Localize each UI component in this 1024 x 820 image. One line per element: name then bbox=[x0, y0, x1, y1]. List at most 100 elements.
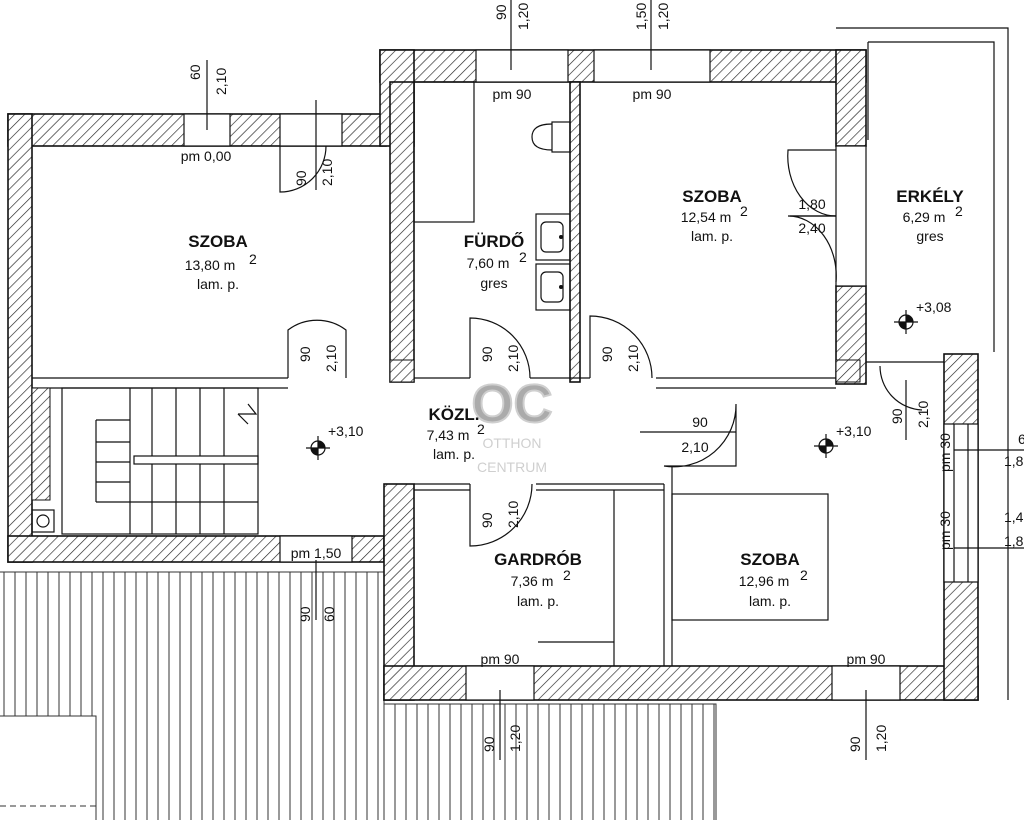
svg-text:2: 2 bbox=[563, 567, 571, 583]
svg-text:7,36 m: 7,36 m bbox=[511, 573, 554, 589]
svg-text:gres: gres bbox=[916, 228, 943, 244]
level-marker-room: +3,10 bbox=[814, 423, 872, 458]
room-labels: SZOBA 13,80 m 2 lam. p. FÜRDŐ 7,60 m 2 g… bbox=[185, 187, 965, 609]
svg-text:2: 2 bbox=[249, 251, 257, 267]
svg-text:2,10: 2,10 bbox=[323, 345, 339, 372]
room-szoba-upper-right: SZOBA 12,54 m 2 lam. p. bbox=[681, 187, 748, 244]
svg-text:90: 90 bbox=[692, 414, 708, 430]
svg-text:2,10: 2,10 bbox=[319, 159, 335, 186]
walls bbox=[7, 49, 979, 701]
door-dimensions: 90 2,10 90 2,10 90 2,10 90 2,10 90 2,10 … bbox=[293, 159, 931, 528]
svg-text:2,10: 2,10 bbox=[625, 345, 641, 372]
svg-text:2,10: 2,10 bbox=[505, 501, 521, 528]
room-kozl: KÖZL. 7,43 m 2 lam. p. bbox=[427, 405, 485, 462]
svg-text:1,20: 1,20 bbox=[507, 725, 523, 752]
room-szoba-lower-right: SZOBA 12,96 m 2 lam. p. bbox=[739, 550, 808, 609]
svg-text:2: 2 bbox=[740, 203, 748, 219]
svg-text:90: 90 bbox=[297, 346, 313, 362]
svg-text:2,40: 2,40 bbox=[798, 220, 825, 236]
svg-text:pm 1,50: pm 1,50 bbox=[291, 545, 342, 561]
svg-text:lam. p.: lam. p. bbox=[517, 593, 559, 609]
svg-text:90: 90 bbox=[599, 346, 615, 362]
svg-text:SZOBA: SZOBA bbox=[740, 550, 800, 569]
svg-text:lam. p.: lam. p. bbox=[197, 276, 239, 292]
svg-text:6,29 m: 6,29 m bbox=[903, 209, 946, 225]
bathroom-fixtures bbox=[413, 81, 571, 311]
door-swings bbox=[279, 145, 923, 547]
svg-text:90: 90 bbox=[293, 170, 309, 186]
svg-text:1,80: 1,80 bbox=[798, 196, 825, 212]
svg-text:1,20: 1,20 bbox=[655, 3, 671, 30]
right-window-dimensions: 6 1,8 1,4 1,8 bbox=[1004, 431, 1024, 549]
svg-text:pm 90: pm 90 bbox=[847, 651, 886, 667]
svg-text:60: 60 bbox=[321, 606, 337, 622]
svg-text:gres: gres bbox=[480, 275, 507, 291]
svg-text:pm 90: pm 90 bbox=[633, 86, 672, 102]
leader-lines bbox=[206, 0, 1024, 760]
level-marker-hall: +3,10 bbox=[306, 423, 364, 460]
room-gardrob: GARDRÓB 7,36 m 2 lam. p. bbox=[494, 550, 582, 609]
svg-text:90: 90 bbox=[479, 512, 495, 528]
level-markers: +3,10 +3,10 +3,08 bbox=[306, 299, 952, 460]
svg-text:90: 90 bbox=[297, 606, 313, 622]
watermark-logo: OC bbox=[472, 374, 553, 434]
opening-dimensions: 60 2,10 90 1,20 1,50 1,20 90 60 90 1,20 … bbox=[187, 3, 889, 752]
watermark-line2: CENTRUM bbox=[477, 459, 547, 475]
svg-text:6: 6 bbox=[1018, 431, 1024, 447]
svg-text:2,10: 2,10 bbox=[915, 401, 931, 428]
svg-text:12,54 m: 12,54 m bbox=[681, 209, 732, 225]
svg-text:1,20: 1,20 bbox=[515, 3, 531, 30]
svg-text:2: 2 bbox=[519, 249, 527, 265]
svg-text:90: 90 bbox=[493, 4, 509, 20]
svg-text:60: 60 bbox=[187, 64, 203, 80]
sill-height-labels: pm 0,00 pm 90 pm 90 pm 1,50 pm 90 pm 90 … bbox=[181, 86, 953, 667]
svg-text:pm 90: pm 90 bbox=[481, 651, 520, 667]
svg-text:SZOBA: SZOBA bbox=[682, 187, 742, 206]
svg-text:+3,08: +3,08 bbox=[916, 299, 952, 315]
svg-text:2,10: 2,10 bbox=[213, 68, 229, 95]
terrace-hatching bbox=[0, 571, 717, 820]
svg-text:pm 90: pm 90 bbox=[493, 86, 532, 102]
svg-text:12,96 m: 12,96 m bbox=[739, 573, 790, 589]
svg-text:pm 30: pm 30 bbox=[937, 433, 953, 472]
room-szoba-left: SZOBA 13,80 m 2 lam. p. bbox=[185, 232, 257, 292]
svg-text:pm 30: pm 30 bbox=[937, 511, 953, 550]
svg-text:pm 0,00: pm 0,00 bbox=[181, 148, 232, 164]
svg-text:13,80 m: 13,80 m bbox=[185, 257, 236, 273]
staircase bbox=[31, 387, 259, 535]
otthon-centrum-watermark: OC OTTHON CENTRUM bbox=[471, 373, 554, 475]
balcony-railing bbox=[836, 27, 1009, 700]
svg-text:2: 2 bbox=[800, 567, 808, 583]
room-erkely: ERKÉLY 6,29 m 2 gres bbox=[896, 187, 964, 244]
svg-text:+3,10: +3,10 bbox=[836, 423, 872, 439]
svg-text:2,10: 2,10 bbox=[505, 345, 521, 372]
svg-text:lam. p.: lam. p. bbox=[691, 228, 733, 244]
svg-text:ERKÉLY: ERKÉLY bbox=[896, 187, 964, 206]
room-furdo: FÜRDŐ 7,60 m 2 gres bbox=[464, 232, 527, 291]
svg-text:7,43 m: 7,43 m bbox=[427, 427, 470, 443]
svg-text:FÜRDŐ: FÜRDŐ bbox=[464, 232, 524, 251]
svg-text:2,10: 2,10 bbox=[681, 439, 708, 455]
svg-text:90: 90 bbox=[481, 736, 497, 752]
svg-text:lam. p.: lam. p. bbox=[433, 446, 475, 462]
svg-text:lam. p.: lam. p. bbox=[749, 593, 791, 609]
svg-text:2: 2 bbox=[955, 203, 963, 219]
svg-text:+3,10: +3,10 bbox=[328, 423, 364, 439]
column-right bbox=[835, 359, 861, 383]
svg-text:GARDRÓB: GARDRÓB bbox=[494, 550, 582, 569]
svg-text:1,8: 1,8 bbox=[1004, 453, 1024, 469]
svg-text:KÖZL.: KÖZL. bbox=[429, 405, 480, 424]
watermark-line1: OTTHON bbox=[482, 435, 541, 451]
column-left bbox=[389, 359, 415, 383]
svg-text:90: 90 bbox=[847, 736, 863, 752]
svg-text:1,50: 1,50 bbox=[633, 3, 649, 30]
level-marker-balcony: +3,08 bbox=[894, 299, 952, 334]
svg-text:90: 90 bbox=[479, 346, 495, 362]
svg-text:1,4: 1,4 bbox=[1004, 509, 1024, 525]
svg-text:7,60 m: 7,60 m bbox=[467, 255, 510, 271]
svg-text:1,20: 1,20 bbox=[873, 725, 889, 752]
svg-text:90: 90 bbox=[889, 408, 905, 424]
svg-text:1,8: 1,8 bbox=[1004, 533, 1024, 549]
svg-text:2: 2 bbox=[477, 421, 485, 437]
svg-text:SZOBA: SZOBA bbox=[188, 232, 248, 251]
